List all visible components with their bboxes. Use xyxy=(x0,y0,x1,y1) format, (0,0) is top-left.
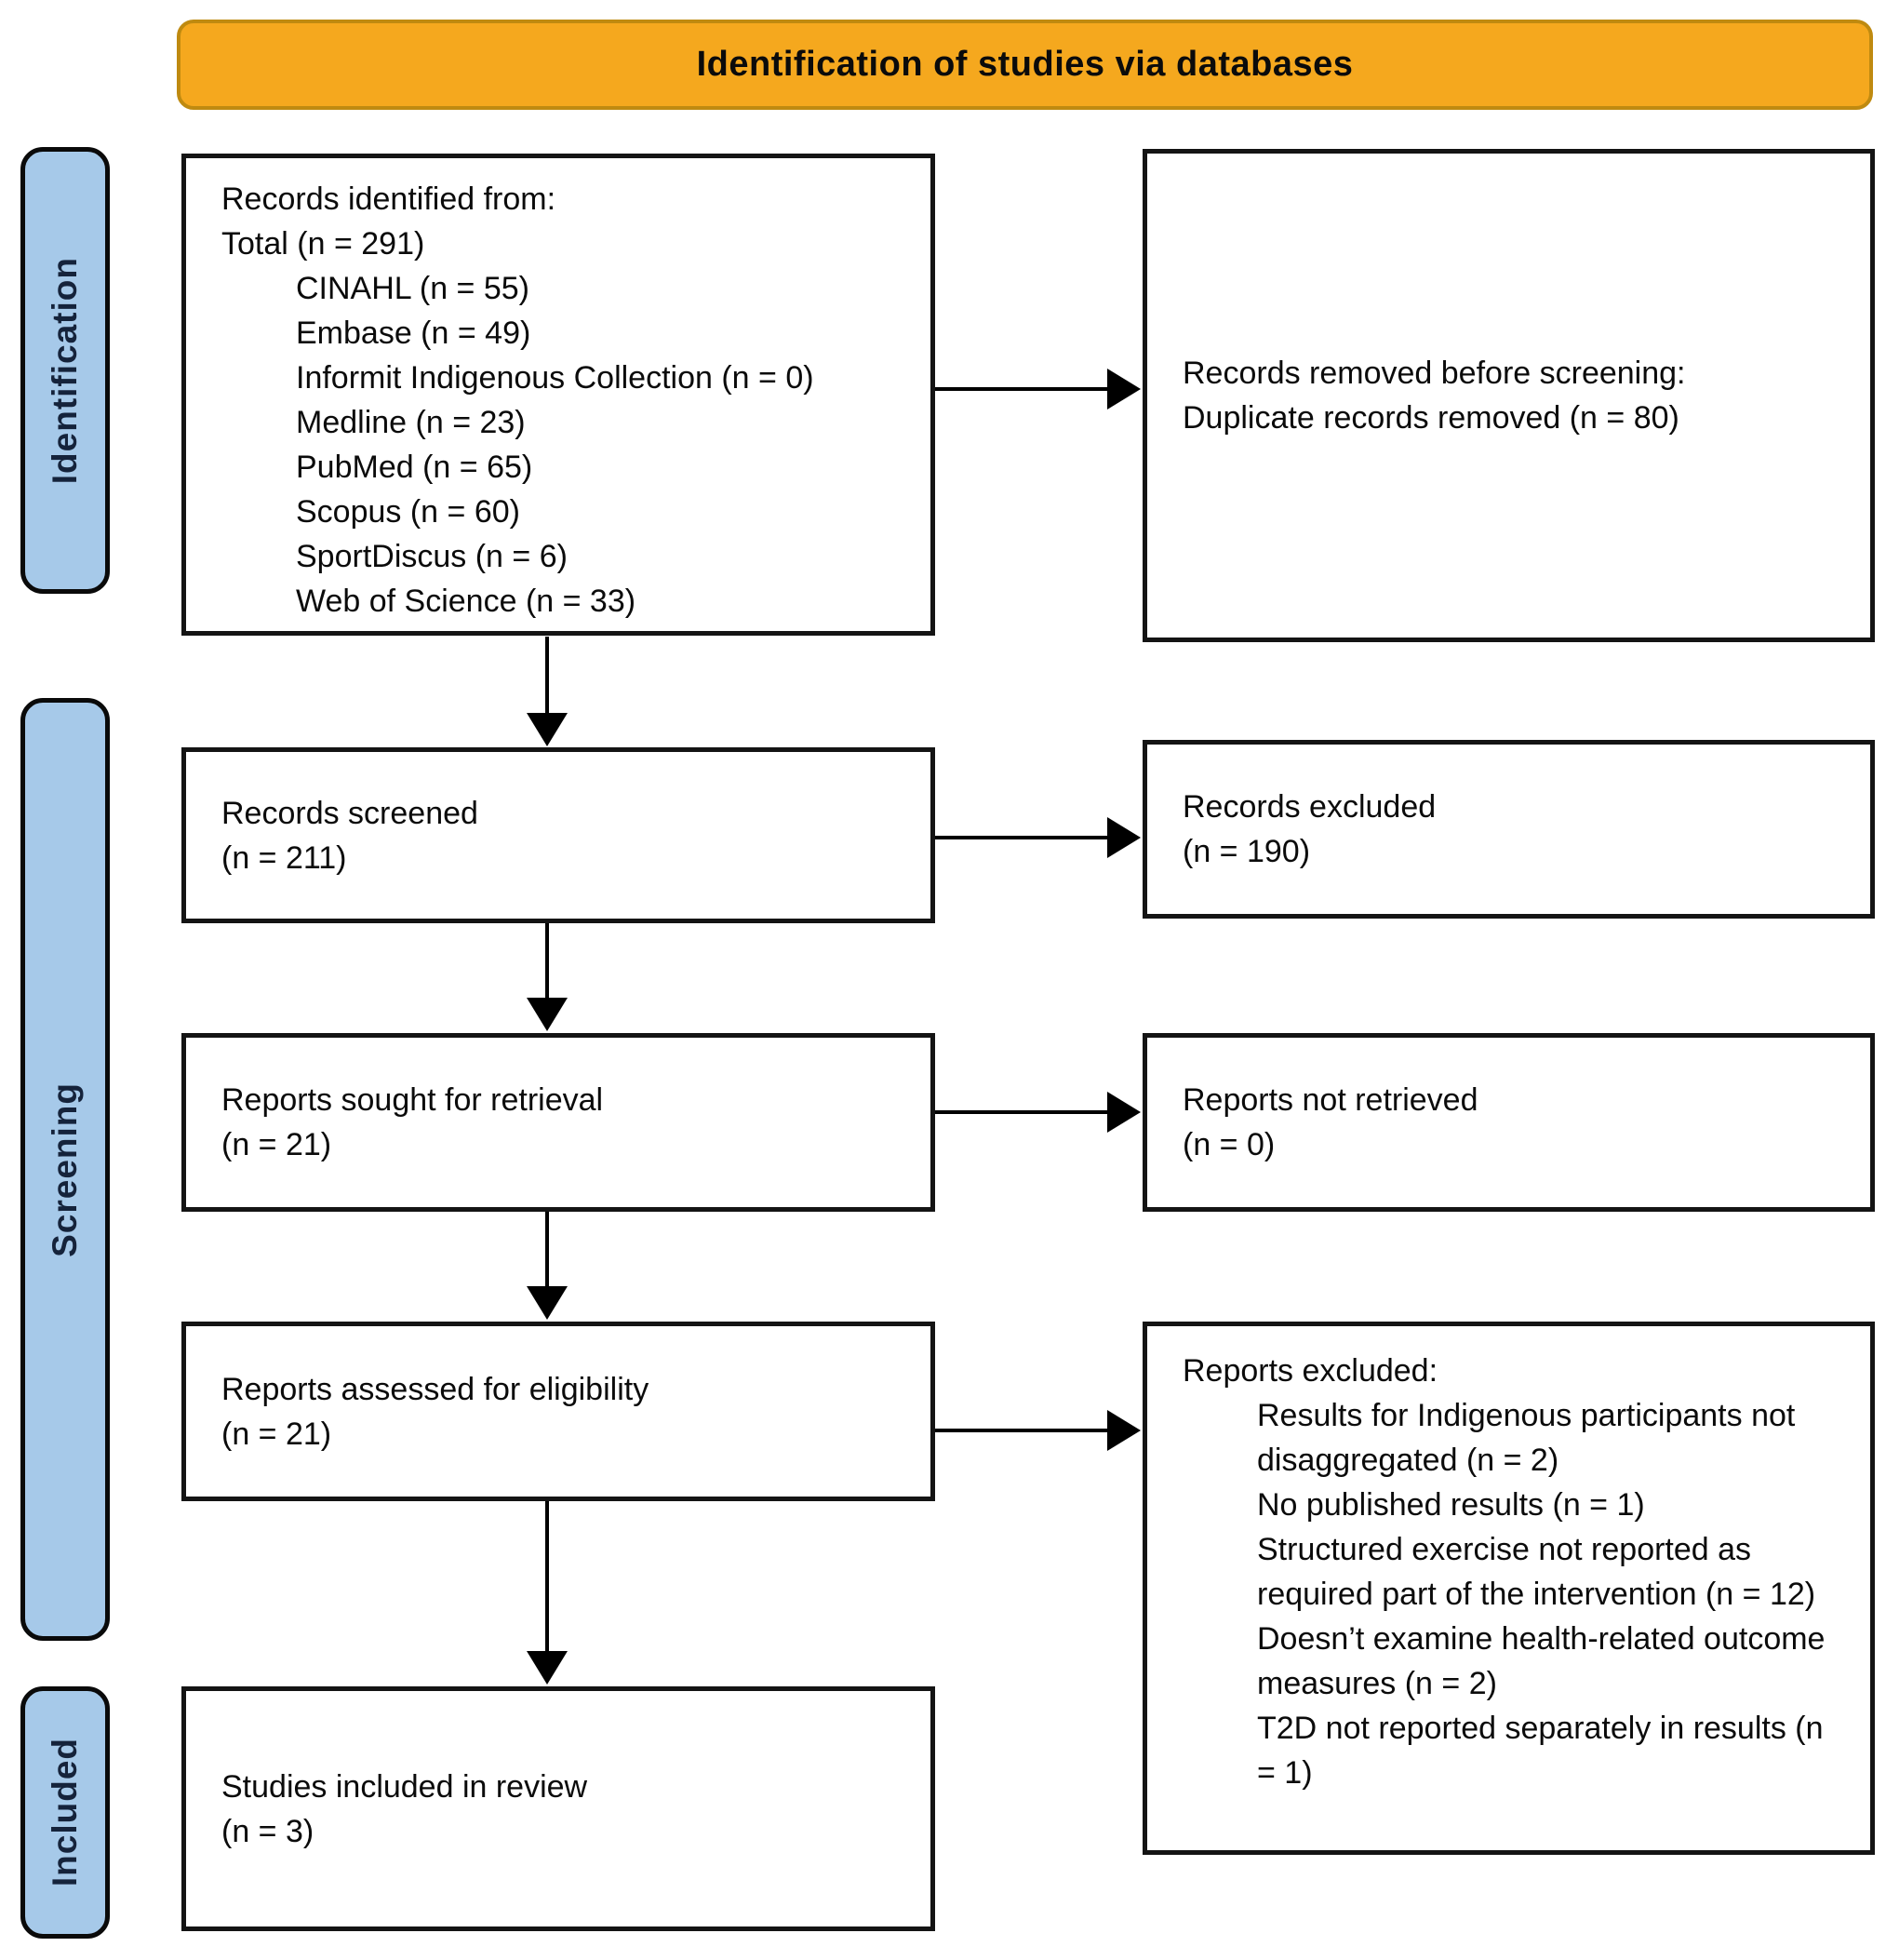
database-count: Informit Indigenous Collection (n = 0) xyxy=(296,360,814,396)
text-line: Records removed before screening: xyxy=(1183,356,1686,391)
exclusion-reason: T2D not reported separately in results (… xyxy=(1257,1711,1824,1791)
text-line: Records screened xyxy=(221,795,478,831)
stage-identification-label: Identification xyxy=(46,256,84,485)
exclusion-reason: Results for Indigenous participants not … xyxy=(1257,1398,1796,1478)
exclusion-reason: Structured exercise not reported as requ… xyxy=(1257,1532,1816,1612)
text-line: Total (n = 291) xyxy=(221,226,425,262)
stage-screening: Screening xyxy=(20,698,110,1641)
box-studies-included: Studies included in review (n = 3) xyxy=(181,1686,935,1931)
arrow-down-assessed-to-included xyxy=(527,1501,568,1685)
stage-included: Included xyxy=(20,1686,110,1939)
box-records-screened: Records screened (n = 211) xyxy=(181,747,935,923)
box-reports-not-retrieved: Reports not retrieved (n = 0) xyxy=(1143,1033,1875,1212)
arrow-right-screened-to-excluded xyxy=(935,817,1141,858)
text-line: Reports assessed for eligibility xyxy=(221,1371,649,1407)
box-records-identified: Records identified from: Total (n = 291)… xyxy=(181,154,935,636)
text-line: (n = 190) xyxy=(1183,834,1311,869)
database-count: CINAHL (n = 55) xyxy=(296,271,529,306)
arrow-down-identified-to-screened xyxy=(527,637,568,746)
text-line: (n = 21) xyxy=(221,1127,332,1162)
database-count: Medline (n = 23) xyxy=(296,405,526,440)
text-line: (n = 211) xyxy=(221,839,347,876)
exclusion-reason: Doesn’t examine health-related outcome m… xyxy=(1257,1621,1826,1701)
text-line: Duplicate records removed (n = 80) xyxy=(1183,400,1679,436)
stage-screening-label: Screening xyxy=(46,1081,84,1257)
box-records-excluded: Records excluded (n = 190) xyxy=(1143,740,1875,919)
arrow-down-screened-to-sought xyxy=(527,923,568,1031)
database-count: Embase (n = 49) xyxy=(296,315,531,351)
text-line: Studies included in review xyxy=(221,1768,588,1805)
arrow-right-sought-to-not-retrieved xyxy=(935,1092,1141,1133)
box-reports-excluded: Reports excluded: Results for Indigenous… xyxy=(1143,1322,1875,1855)
text-line: Reports not retrieved xyxy=(1183,1082,1478,1118)
database-count: Web of Science (n = 33) xyxy=(296,584,636,619)
text-line: Records identified from: xyxy=(221,181,556,217)
text-line: (n = 21) xyxy=(221,1416,332,1452)
arrow-down-sought-to-assessed xyxy=(527,1212,568,1320)
arrow-right-assessed-to-reports-excluded xyxy=(935,1410,1141,1451)
text-line: (n = 0) xyxy=(1183,1127,1276,1162)
text-line: Reports sought for retrieval xyxy=(221,1082,604,1118)
box-reports-sought: Reports sought for retrieval (n = 21) xyxy=(181,1033,935,1212)
text-line: Reports excluded: xyxy=(1183,1353,1438,1389)
stage-identification: Identification xyxy=(20,147,110,594)
banner-identification-of-studies: Identification of studies via databases xyxy=(177,20,1873,110)
box-reports-assessed: Reports assessed for eligibility (n = 21… xyxy=(181,1322,935,1501)
text-line: (n = 3) xyxy=(221,1813,314,1849)
exclusion-reason: No published results (n = 1) xyxy=(1257,1487,1645,1523)
database-count: SportDiscus (n = 6) xyxy=(296,539,568,574)
database-count: Scopus (n = 60) xyxy=(296,494,520,530)
text-line: Records excluded xyxy=(1183,789,1437,825)
database-count: PubMed (n = 65) xyxy=(296,450,533,485)
box-records-removed: Records removed before screening: Duplic… xyxy=(1143,149,1875,642)
stage-included-label: Included xyxy=(46,1738,84,1887)
arrow-right-identified-to-removed xyxy=(935,369,1141,409)
